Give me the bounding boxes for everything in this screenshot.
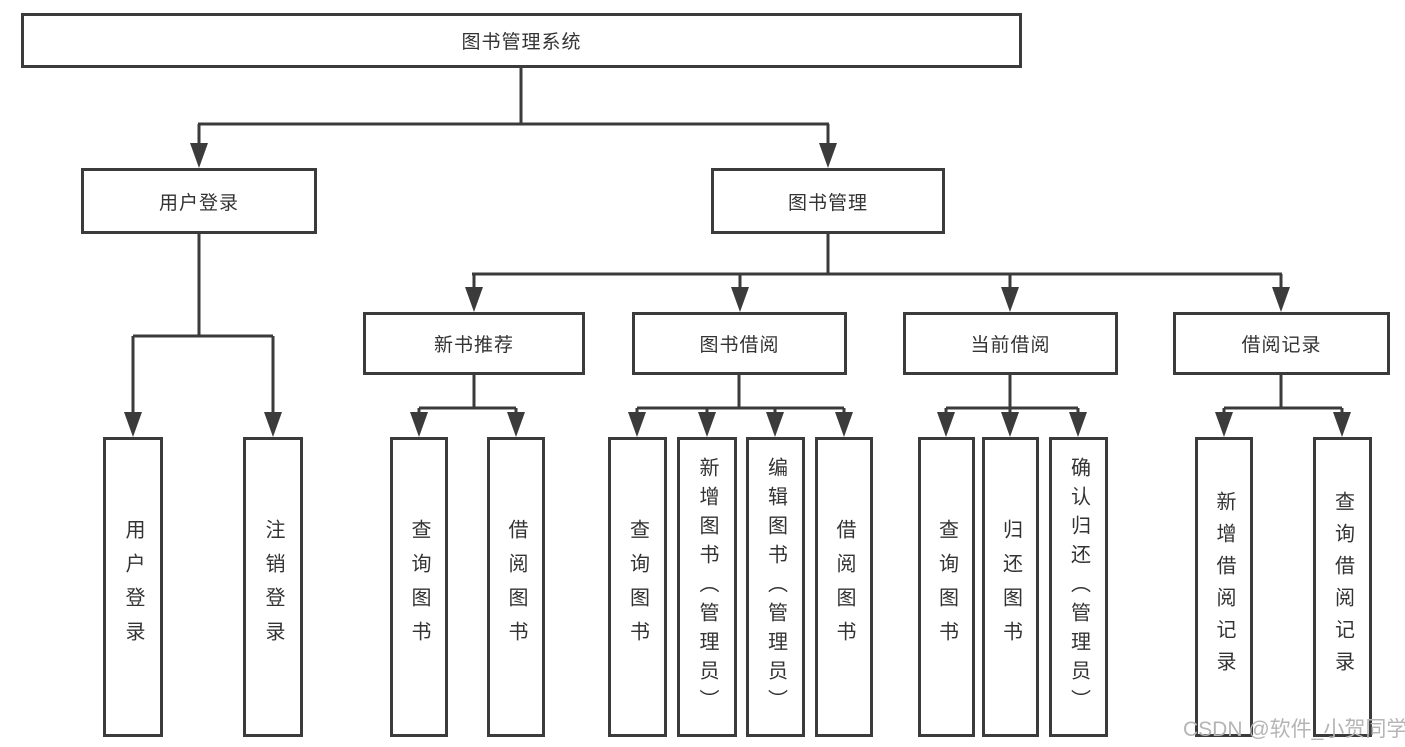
leaf-query-books-current: 查询图书 xyxy=(918,437,975,737)
node-root-system: 图书管理系统 xyxy=(21,13,1022,68)
leaf-query-borrow-record: 查询借阅记录 xyxy=(1313,437,1372,737)
node-new-book-recommend: 新书推荐 xyxy=(363,312,585,375)
node-user-login: 用户登录 xyxy=(81,168,317,234)
leaf-logout: 注销登录 xyxy=(243,437,303,737)
node-book-borrow: 图书借阅 xyxy=(632,312,847,375)
leaf-add-borrow-record: 新增借阅记录 xyxy=(1195,437,1253,737)
leaf-edit-books-admin: 编辑图书（管理员） xyxy=(746,437,805,737)
leaf-borrow-books-recommend: 借阅图书 xyxy=(487,437,545,737)
leaf-return-books: 归还图书 xyxy=(982,437,1039,737)
leaf-user-login: 用户登录 xyxy=(103,437,163,737)
node-borrow-records: 借阅记录 xyxy=(1173,312,1390,375)
leaf-borrow-books: 借阅图书 xyxy=(815,437,873,737)
leaf-query-books-borrow: 查询图书 xyxy=(608,437,667,737)
leaf-add-books-admin: 新增图书（管理员） xyxy=(677,437,737,737)
csdn-watermark: CSDN @软件_小贺同学 xyxy=(1183,718,1405,741)
node-current-borrow: 当前借阅 xyxy=(903,312,1118,375)
leaf-query-books-recommend: 查询图书 xyxy=(390,437,448,737)
leaf-confirm-return-admin: 确认归还（管理员） xyxy=(1049,437,1108,737)
node-book-management: 图书管理 xyxy=(711,168,945,234)
